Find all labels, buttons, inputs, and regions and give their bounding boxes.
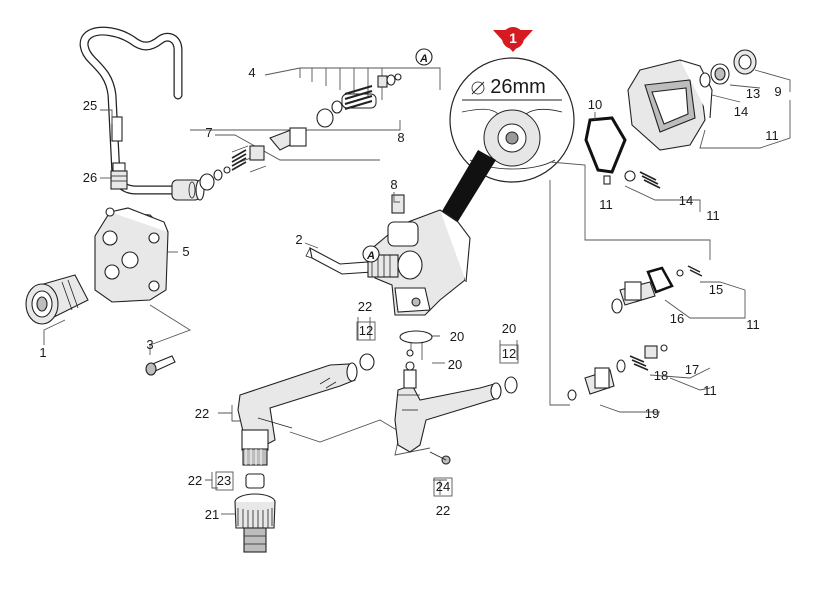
hose-connector-21 — [234, 493, 276, 553]
label-20-a: 20 — [450, 329, 464, 344]
label-8-upper: 8 — [397, 130, 404, 145]
label-11-a: 11 — [765, 128, 779, 143]
screw-3 — [145, 355, 176, 376]
label-2: 2 — [295, 232, 302, 247]
valve-parts-7 — [199, 145, 265, 191]
pump-cover — [627, 59, 713, 151]
marker-a-lower: A — [362, 245, 380, 263]
label-18: 18 — [654, 368, 668, 383]
leader-lines-22-23 — [205, 405, 431, 515]
ring-23 — [245, 473, 265, 489]
label-24: 24 — [436, 479, 450, 494]
callout-badge-number: 1 — [509, 30, 517, 46]
label-13: 13 — [746, 86, 760, 101]
seal-parts-13-14 — [699, 49, 757, 88]
label-20-b: 20 — [448, 357, 462, 372]
label-10: 10 — [588, 97, 602, 112]
label-1: 1 — [39, 345, 46, 360]
label-12-right: 12 — [502, 346, 516, 361]
label-22-c: 22 — [188, 473, 202, 488]
label-12-left: 12 — [359, 323, 373, 338]
housing-5 — [94, 207, 169, 303]
outlet-pipe-20 — [394, 361, 502, 453]
label-9: 9 — [774, 84, 781, 99]
label-7: 7 — [205, 125, 212, 140]
label-5: 5 — [182, 244, 189, 259]
label-11-c: 11 — [706, 208, 720, 223]
valve-parts-4 — [269, 73, 402, 151]
svg-text:A: A — [366, 250, 375, 262]
spring-parts-14 — [549, 161, 711, 260]
label-11-e: 11 — [703, 383, 717, 398]
leader-lines-1-3-5 — [43, 251, 192, 355]
label-14-b: 14 — [679, 193, 693, 208]
nozzle-26 — [110, 162, 128, 190]
label-22-d: 22 — [436, 503, 450, 518]
marker-a-upper: A — [415, 48, 433, 66]
label-22-a: 22 — [358, 299, 372, 314]
label-16: 16 — [670, 311, 684, 326]
label-21: 21 — [205, 507, 219, 522]
label-3: 3 — [146, 337, 153, 352]
label-20-c: 20 — [502, 321, 516, 336]
leader-lines-4-7-8 — [190, 67, 441, 173]
label-23: 23 — [217, 473, 231, 488]
label-11-b: 11 — [599, 197, 613, 212]
label-15: 15 — [709, 282, 723, 297]
label-25: 25 — [83, 98, 97, 113]
magnifier-circle: 26mm — [425, 57, 575, 244]
part-labels: 1 2 3 4 5 7 8 8 9 10 11 11 11 11 11 11 1… — [39, 65, 781, 522]
label-19: 19 — [645, 406, 659, 421]
bolt-24 — [429, 451, 451, 495]
label-frames — [100, 109, 519, 497]
knob-1 — [25, 274, 89, 325]
label-22-b: 22 — [195, 406, 209, 421]
label-17: 17 — [685, 362, 699, 377]
o-rings-center — [359, 330, 518, 394]
label-26: 26 — [83, 170, 97, 185]
bent-pipe — [79, 26, 205, 201]
label-11-d: 11 — [746, 317, 760, 332]
svg-text:A: A — [419, 53, 428, 65]
label-8-lower: 8 — [390, 177, 397, 192]
valve-parts-17-18-19 — [549, 180, 711, 413]
callout-badge: 1 — [493, 27, 533, 52]
valve-parts-15-16 — [611, 265, 746, 319]
label-4: 4 — [248, 65, 255, 80]
leader-lines-9-13-14 — [699, 69, 791, 149]
diameter-dimension: 26mm — [490, 76, 546, 98]
label-14-a: 14 — [734, 104, 748, 119]
inlet-pipe-22 — [237, 362, 358, 466]
gasket-10 — [584, 112, 627, 185]
